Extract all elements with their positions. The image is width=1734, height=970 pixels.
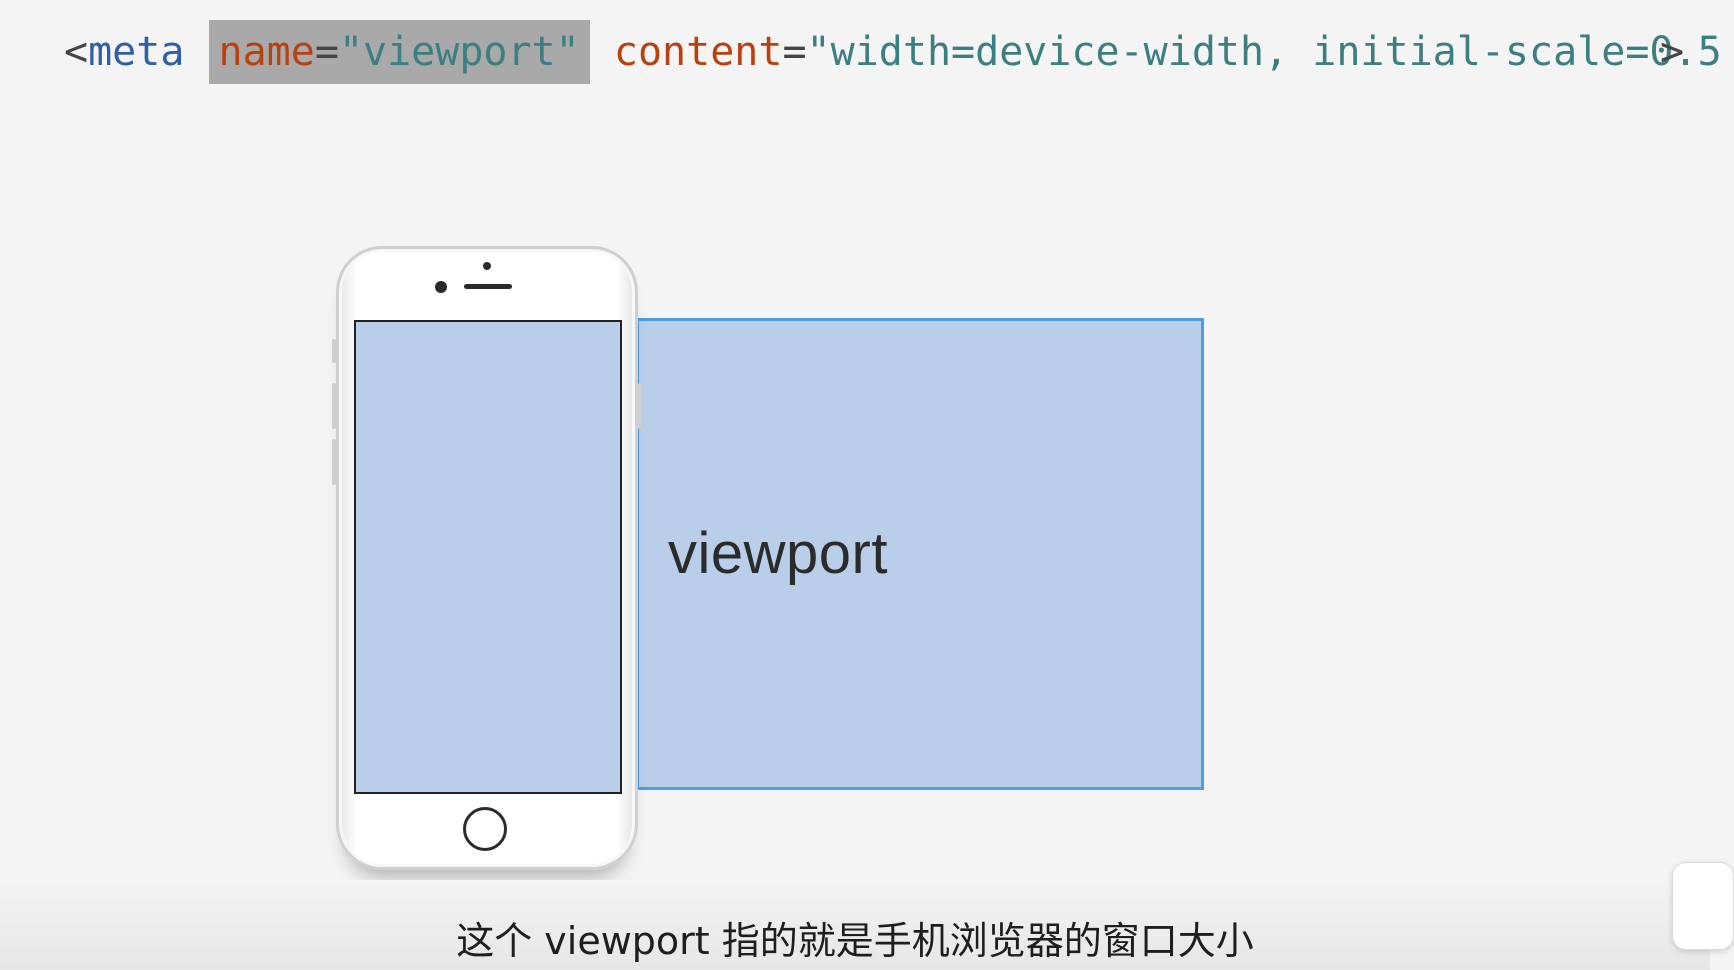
code-attr-value: "viewport" <box>338 29 580 75</box>
floating-widget[interactable] <box>1672 862 1734 950</box>
subtitle-caption: 这个 viewport 指的就是手机浏览器的窗口大小 <box>456 919 1254 963</box>
phone-speaker <box>464 284 512 289</box>
phone-mute-switch <box>332 339 336 363</box>
code-content-value: "width=device-width, initial-scale=0.5 <box>806 29 1722 75</box>
code-attr-equals: = <box>314 29 339 75</box>
code-open-bracket: < <box>64 29 89 75</box>
phone-sensor <box>483 262 491 270</box>
subtitle-bar <box>0 880 1710 970</box>
code-content-attr-name: content <box>613 29 783 75</box>
phone-power-button <box>638 383 642 429</box>
code-attr-name: name <box>218 29 315 75</box>
viewport-label: viewport <box>668 521 888 586</box>
code-content-equals: = <box>782 29 807 75</box>
code-line: <meta name="viewport" content="width=dev… <box>64 20 1722 84</box>
phone-illustration <box>332 246 642 870</box>
camera-icon <box>435 281 447 293</box>
viewport-area <box>636 318 1204 790</box>
code-highlighted-attribute: name="viewport" <box>208 20 590 84</box>
code-close-bracket: > <box>1660 29 1685 75</box>
home-button-icon <box>463 807 507 851</box>
phone-screen <box>354 320 622 794</box>
code-tag-name: meta <box>88 29 185 75</box>
phone-volume-up <box>332 383 336 429</box>
phone-volume-down <box>332 439 336 485</box>
